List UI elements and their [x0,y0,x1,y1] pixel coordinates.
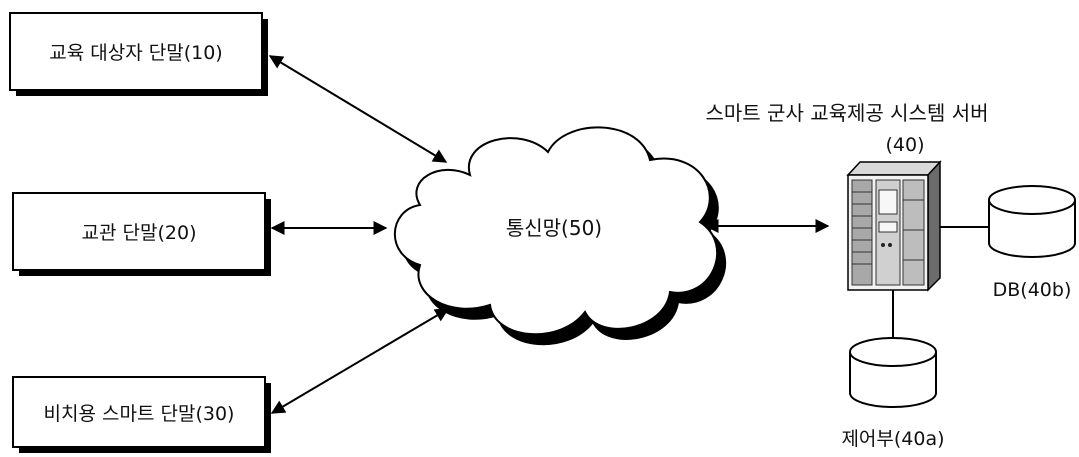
instructor-terminal-label: 교관 단말(20) [82,222,197,244]
controller-label: 제어부(40a) [841,428,944,450]
non-military-terminal-box: 비치용 스마트 단말(30) [12,376,271,453]
database-label: DB(40b) [993,279,1072,301]
server-id-label: (40) [885,134,924,156]
arrow-trainee-network [268,55,448,163]
non-military-terminal-label: 비치용 스마트 단말(30) [44,403,235,425]
server-title: 스마트 군사 교육제공 시스템 서버 [705,101,988,125]
arrow-non-military-network [270,308,450,414]
controller-db-icon [849,337,937,408]
network-label: 통신망(50) [506,216,602,240]
database-icon [988,185,1076,258]
trainee-terminal-box: 교육 대상자 단말(10) [9,12,268,96]
server-icon [846,160,942,292]
network-cloud: 통신망(50) [393,126,726,346]
trainee-terminal-label: 교육 대상자 단말(10) [49,42,222,64]
instructor-terminal-box: 교관 단말(20) [12,192,271,276]
